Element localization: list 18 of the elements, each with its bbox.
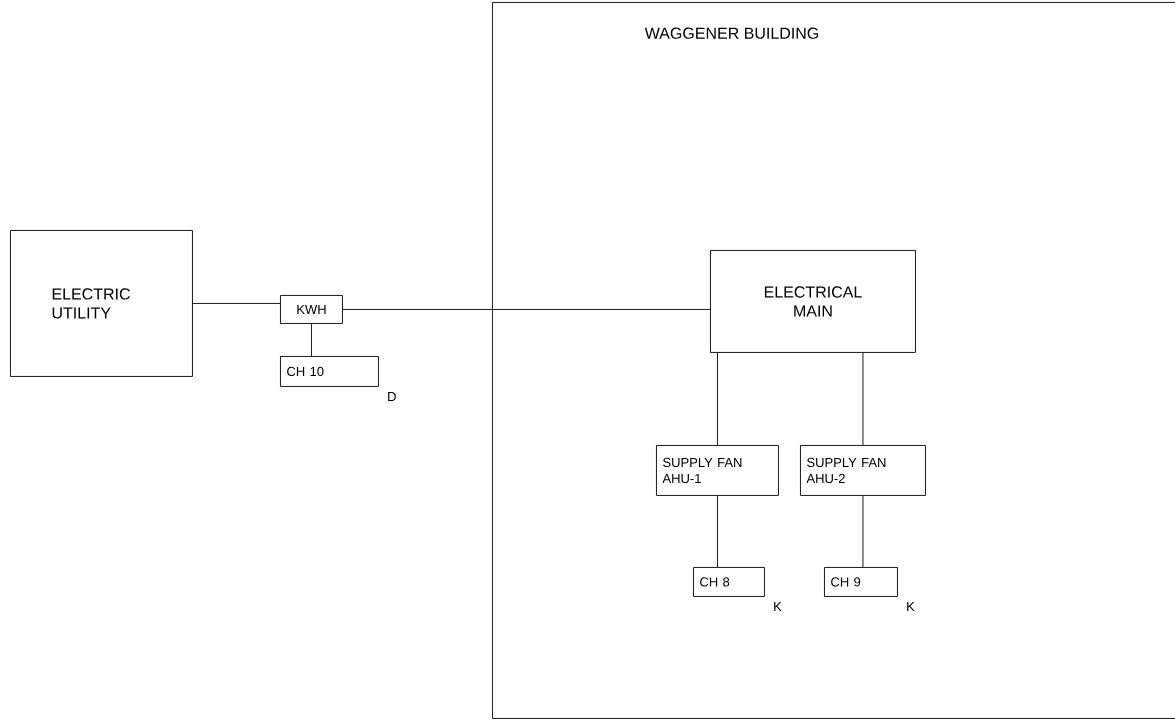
fan-box: SUPPLY FAN AHU-2 [800,445,926,496]
channel-letter: D [388,392,396,402]
utility-box: ELECTRIC UTILITY [10,230,193,377]
main-box: ELECTRICAL MAIN [710,250,916,353]
channel-box: CH 9 [824,567,898,597]
fan-box: SUPPLY FAN AHU-1 [656,445,779,496]
channel-letter: K [774,602,782,612]
connector-line [311,323,312,357]
connector-line [717,352,718,446]
connector-line [862,352,864,446]
channel-box: CH 8 [693,567,765,597]
channel-box: CH 10 [280,356,379,387]
connector-line [192,303,281,304]
connector-line [862,495,864,568]
meter-box: KWH [280,295,343,324]
connector-line [342,309,711,310]
connector-line [717,495,718,568]
channel-letter: K [907,602,915,612]
